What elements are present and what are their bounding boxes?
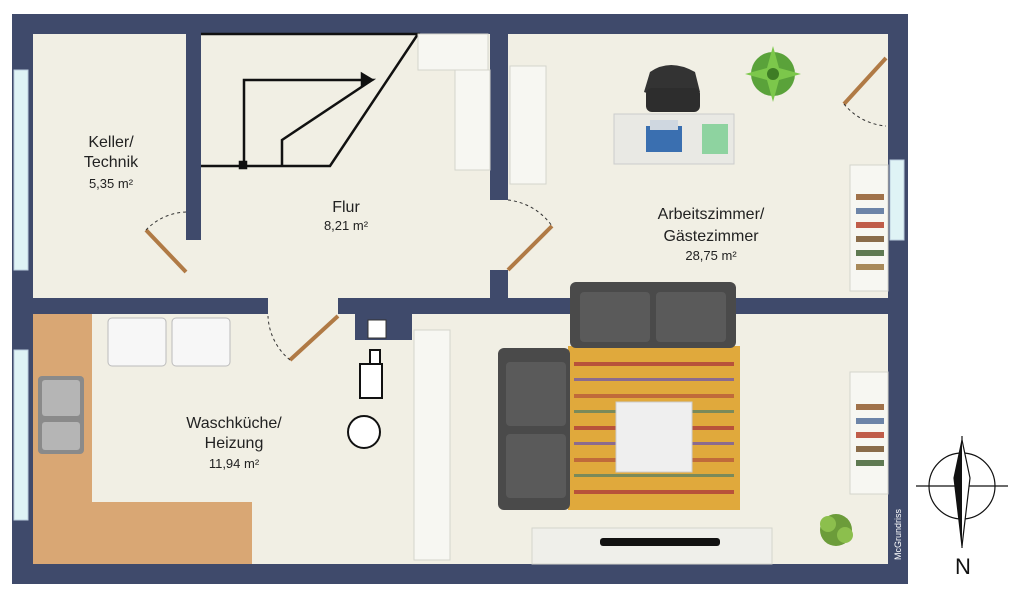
floor-flur-lower-2	[268, 296, 338, 316]
washing-machines	[107, 317, 231, 367]
bookshelf-top	[849, 164, 889, 292]
floor-arbeitszimmer	[508, 34, 888, 298]
door-arbeitszimmer[interactable]	[506, 224, 554, 272]
pillar-white	[367, 319, 387, 339]
window-arbeitszimmer	[889, 159, 905, 241]
floor-keller	[33, 34, 186, 298]
boiler	[347, 349, 383, 449]
room-area-flur: 8,21 m²	[324, 218, 369, 233]
watermark: McGrundriss	[893, 508, 903, 560]
doors	[144, 56, 888, 362]
door-flur[interactable]	[288, 314, 340, 362]
bookshelf-bottom	[849, 371, 889, 495]
room-area-waschkueche: 11,94 m²	[209, 456, 260, 471]
window-waschkueche	[13, 349, 29, 521]
floor-passage	[490, 200, 508, 270]
compass-icon	[916, 436, 1008, 548]
door-balcony[interactable]	[842, 56, 888, 106]
room-name-arbeitszimmer: Arbeitszimmer/Gästezimmer	[658, 206, 765, 245]
window-keller	[13, 69, 29, 271]
room-area-arbeitszimmer: 28,75 m²	[685, 248, 737, 263]
flur-cabinets	[417, 33, 491, 171]
tv-bench	[531, 527, 773, 565]
plant-top	[745, 46, 801, 102]
room-name-keller: Keller/Technik	[84, 134, 139, 171]
compass-label: N	[955, 554, 971, 579]
floor-flur-lower	[186, 240, 356, 298]
desk	[613, 65, 735, 165]
sofa	[498, 282, 736, 510]
door-keller[interactable]	[144, 228, 188, 274]
room-name-flur: Flur	[332, 199, 360, 216]
wardrobe-bottom	[413, 329, 451, 561]
coffee-table	[615, 401, 693, 473]
staircase	[201, 32, 421, 170]
kitchen-counter	[33, 314, 252, 564]
plant-bottom	[820, 514, 853, 546]
room-area-keller: 5,35 m²	[89, 176, 134, 191]
wardrobe-top	[509, 65, 547, 185]
room-name-waschkueche: Waschküche/Heizung	[186, 415, 282, 452]
